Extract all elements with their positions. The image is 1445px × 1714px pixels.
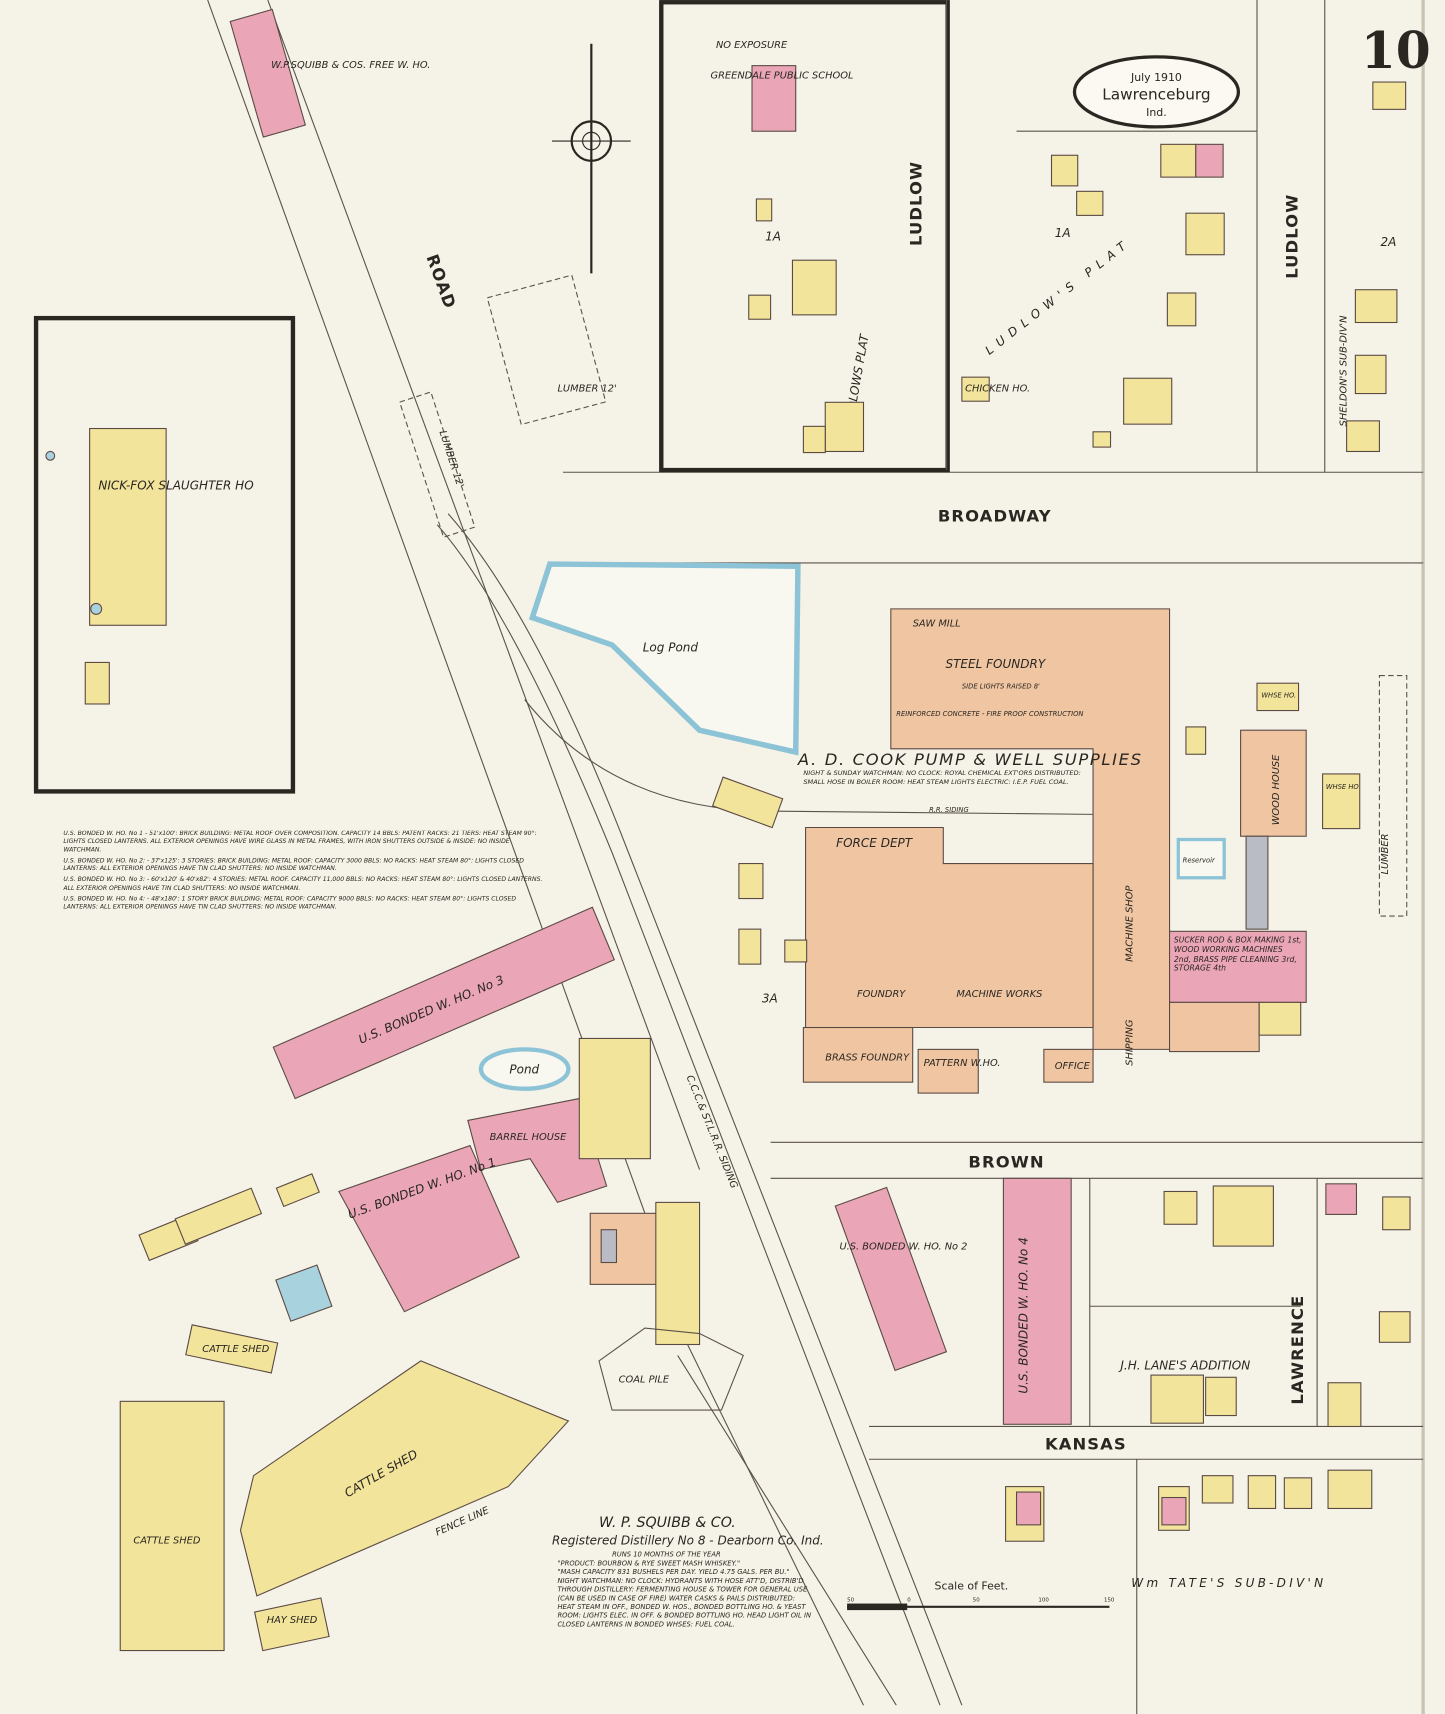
- bonded-warehouse-3: [272, 906, 616, 1100]
- pattern-label: PATTERN W.HO.: [924, 1058, 1001, 1069]
- distillery-note-line: "MASH CAPACITY 831 BUSHELS PER DAY. YIEL…: [557, 1568, 789, 1576]
- note-warehouse-2: U.S. BONDED W. HO. No 2: - 37'x125': 3 S…: [63, 857, 524, 873]
- whse-label-2: WHSE HO: [1326, 783, 1360, 791]
- force-dept-label: FORCE DEPT: [836, 836, 914, 850]
- street-kansas: KANSAS: [1045, 1434, 1127, 1453]
- steel-foundry-label: STEEL FOUNDRY: [945, 657, 1046, 671]
- note-warehouse-3: U.S. BONDED W. HO. No 3: - 60'x120' & 40…: [63, 877, 543, 892]
- title-date: July 1910: [1130, 71, 1182, 84]
- cattle-shed-small-label: CATTLE SHED: [133, 1535, 201, 1546]
- saw-mill-label: SAW MILL: [913, 618, 961, 629]
- bonded-warehouse-2-label: U.S. BONDED W. HO. No 2: [839, 1241, 967, 1252]
- bonded-warehouse-4-label: U.S. BONDED W. HO. No 4: [1016, 1237, 1030, 1393]
- street-ludlow-2: LUDLOW: [1282, 194, 1301, 279]
- foundry-label: FOUNDRY: [857, 989, 906, 1000]
- coal-pile: [598, 1327, 744, 1411]
- title-town: Lawrenceburg: [1102, 86, 1210, 104]
- cook-label: A. D. COOK PUMP & WELL SUPPLIES: [797, 750, 1143, 769]
- greendale-school-label: GREENDALE PUBLIC SCHOOL: [710, 71, 853, 82]
- scale-label: Scale of Feet.: [935, 1579, 1009, 1592]
- whse-label-1: WHSE HO.: [1261, 691, 1296, 699]
- reservoir-label: Reservoir: [1183, 856, 1216, 864]
- reinforced-label: REINFORCED CONCRETE - FIRE PROOF CONSTRU…: [896, 710, 1083, 718]
- distillery-note-line: CLOSED LANTERNS IN BONDED WHSES: FUEL CO…: [557, 1621, 734, 1629]
- brass-foundry-label: BRASS FOUNDRY: [825, 1052, 910, 1063]
- distillery-note-line: NIGHT WATCHMAN: NO CLOCK: HYDRANTS WITH …: [557, 1577, 803, 1585]
- sucker-rod-label: SUCKER ROD & BOX MAKING 1st, WOOD WORKIN…: [1173, 935, 1302, 974]
- distillery-name: W. P. SQUIBB & CO.: [599, 1515, 736, 1531]
- tates-subdiv: Wm TATE'S SUB-DIV'N: [1131, 1576, 1326, 1590]
- street-broadway: BROADWAY: [938, 506, 1052, 525]
- rr-siding-label: R.R. SIDING: [929, 806, 969, 814]
- squibb-free-warehouse: [229, 8, 307, 138]
- side-lights-label: SIDE LIGHTS RAISED 8': [962, 683, 1040, 691]
- machine-works-label: MACHINE WORKS: [956, 989, 1042, 1000]
- block-1a-1: 1A: [765, 230, 781, 244]
- distillery-note: W. P. SQUIBB & CO. Registered Distillery…: [552, 1515, 824, 1628]
- road: [207, 0, 1094, 1706]
- sucker-rod-shop: [1169, 930, 1307, 1003]
- bonded-warehouse-1: [338, 1144, 520, 1313]
- block-1a-2: 1A: [1055, 226, 1071, 240]
- cattle-shed-small: [119, 1400, 225, 1652]
- shipping-label: SHIPPING: [1124, 1019, 1135, 1066]
- note-warehouse-1: U.S. BONDED W. HO. No 1 - 51'x100': BRIC…: [63, 830, 537, 854]
- no-exposure-label: NO EXPOSURE: [716, 40, 788, 51]
- street-lawrence: LAWRENCE: [1288, 1295, 1307, 1405]
- slaughter-house-label: NICK-FOX SLAUGHTER HO: [98, 479, 253, 493]
- log-pond-label: Log Pond: [643, 641, 699, 655]
- lumber-label-3: LUMBER: [1380, 834, 1391, 875]
- sheet-number: 10: [1361, 21, 1431, 80]
- title-cartouche: July 1910 Lawrenceburg Ind.: [1072, 55, 1241, 129]
- distillery-note-line: THROUGH DISTILLERY: FERMENTING HOUSE & T…: [557, 1586, 808, 1594]
- barrel-house-label: BARREL HOUSE: [490, 1132, 567, 1143]
- scale-tick: 100: [1038, 1597, 1049, 1603]
- greendale-school: [751, 65, 797, 132]
- street-ludlow-1: LUDLOW: [906, 161, 925, 246]
- squibb-free-warehouse-label: W.P.SQUIBB & COS. FREE W. HO.: [271, 60, 430, 71]
- lumber-label-1: LUMBER 12': [557, 383, 616, 394]
- scale-tick: 50: [973, 1597, 980, 1603]
- distillery-note-line: RUNS 10 MONTHS OF THE YEAR: [612, 1551, 721, 1559]
- hay-shed-label: HAY SHED: [267, 1615, 318, 1626]
- chicken-house-label: CHICKEN HO.: [965, 383, 1030, 394]
- street-brown: BROWN: [968, 1152, 1044, 1171]
- scale-bar: Scale of Feet. 50 0 50 100 150: [847, 1579, 1115, 1611]
- pond-label: Pond: [509, 1062, 539, 1076]
- cattle-shed-large: [239, 1360, 570, 1597]
- log-pond: [528, 561, 801, 756]
- wood-house-label: WOOD HOUSE: [1271, 754, 1282, 825]
- bonded-warehouse-4: [1002, 1177, 1072, 1425]
- office-label: OFFICE: [1055, 1061, 1091, 1072]
- block-2a: 2A: [1381, 235, 1397, 249]
- cattle-shed-m: [185, 1324, 279, 1374]
- sheldons-subdiv: SHELDON'S SUB-DIV'N: [1339, 315, 1350, 426]
- distillery-note-line: "PRODUCT: BOURBON & RYE SWEET MASH WHISK…: [557, 1559, 740, 1567]
- coal-pile-label: COAL PILE: [619, 1375, 670, 1386]
- hay-shed: [253, 1597, 330, 1652]
- scale-tick: 0: [907, 1597, 911, 1603]
- slaughter-house: [89, 427, 167, 626]
- distillery-note-line: (CAN BE USED IN CASE OF FIRE) WATER CASK…: [557, 1594, 795, 1602]
- block-3a: 3A: [762, 991, 778, 1005]
- distillery-subtitle: Registered Distillery No 8 - Dearborn Co…: [552, 1534, 824, 1548]
- note-warehouse-4: U.S. BONDED W. HO. No 4: - 48'x180': 1 S…: [63, 896, 517, 911]
- reservoir: [1176, 837, 1226, 880]
- pond: [478, 1047, 571, 1091]
- machine-shop-label: MACHINE SHOP: [1124, 886, 1135, 962]
- cook-note: NIGHT & SUNDAY WATCHMAN: NO CLOCK: ROYAL…: [803, 769, 1081, 786]
- compass-rose-icon: [551, 43, 631, 274]
- barrel-storage: [275, 1264, 333, 1322]
- bonded-warehouse-2: [834, 1186, 948, 1372]
- scale-tick: 150: [1104, 1597, 1115, 1603]
- title-state: Ind.: [1146, 106, 1167, 119]
- distillery-note-line: HEAT STEAM IN OFF., BONDED W. HOS., BOND…: [557, 1603, 806, 1611]
- lanes-addition: J.H. LANE'S ADDITION: [1118, 1359, 1250, 1373]
- distillery-note-line: ROOM: LIGHTS ELEC. IN OFF. & BONDED BOTT…: [557, 1612, 811, 1620]
- cattle-shed-m-label: CATTLE SHED: [202, 1344, 270, 1355]
- wood-house: [1240, 729, 1307, 837]
- warehouse-notes: U.S. BONDED W. HO. No 1 - 51'x100': BRIC…: [63, 830, 543, 911]
- scale-tick: 50: [847, 1597, 854, 1603]
